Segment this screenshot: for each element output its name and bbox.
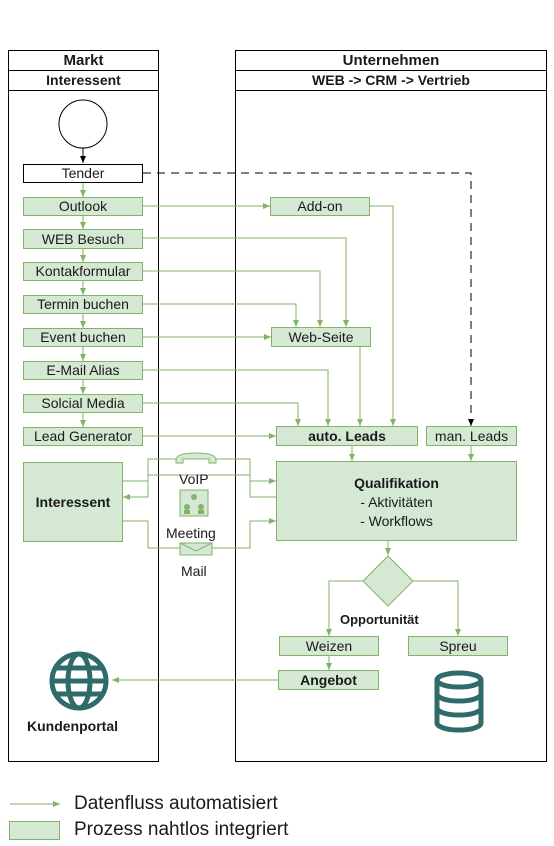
start-node [58,99,108,149]
arrow-webbesuch-webseite [143,237,349,327]
phone-icon [175,452,217,464]
node-termin-buchen[interactable]: Termin buchen [23,295,143,314]
node-webseite[interactable]: Web-Seite [271,327,371,347]
qualifikation-title: Qualifikation [354,475,439,491]
mail-icon [179,542,213,556]
node-social-media[interactable]: Solcial Media [23,394,143,413]
arrow-termin-webseite [143,303,299,327]
legend-box-swatch [9,821,60,840]
node-addon[interactable]: Add-on [270,197,370,216]
meeting-icon [179,489,209,517]
label-voip: VoIP [179,471,209,487]
arrow-voip-back [123,474,276,500]
node-auto-leads[interactable]: auto. Leads [276,426,418,446]
node-kontaktformular[interactable]: Kontakformular [23,262,143,281]
node-man-leads[interactable]: man. Leads [426,426,517,446]
label-kundenportal: Kundenportal [27,718,118,734]
node-qualifikation[interactable]: Qualifikation - Aktivitäten - Workflows [276,461,517,541]
node-interessent[interactable]: Interessent [23,462,123,542]
database-icon [434,670,484,733]
label-meeting: Meeting [166,525,216,541]
lane-unternehmen-subtitle: WEB -> CRM -> Vertrieb [236,71,546,91]
node-weizen[interactable]: Weizen [279,636,379,656]
node-tender[interactable]: Tender [23,164,143,183]
arrow-kontakt-webseite [143,270,323,327]
lane-markt-subtitle: Interessent [9,71,158,91]
legend-arrow-label: Datenfluss automatisiert [74,793,278,814]
label-opportunitaet: Opportunität [340,612,419,627]
node-web-besuch[interactable]: WEB Besuch [23,229,143,249]
label-mail: Mail [181,563,207,579]
arrow-addon-autoleads [370,205,396,426]
node-spreu[interactable]: Spreu [408,636,508,656]
lane-unternehmen-title: Unternehmen [236,51,546,71]
decision-diamond [362,555,414,607]
arrow-email-autoleads [143,369,331,426]
node-lead-generator[interactable]: Lead Generator [23,427,143,446]
arrow-decision-weizen [326,580,364,636]
lane-markt-title: Markt [9,51,158,71]
arrow-decision-spreu [413,580,461,636]
node-event-buchen[interactable]: Event buchen [23,328,143,347]
arrow-tender-manleads [143,172,474,426]
node-email-alias[interactable]: E-Mail Alias [23,361,143,380]
legend-box-label: Prozess nahtlos integriert [74,819,289,840]
node-outlook[interactable]: Outlook [23,197,143,216]
globe-icon [49,651,109,711]
qualifikation-line2: - Workflows [360,513,433,529]
node-angebot[interactable]: Angebot [278,670,379,690]
arrow-social-autoleads [143,402,301,426]
qualifikation-line1: - Aktivitäten [360,494,433,510]
